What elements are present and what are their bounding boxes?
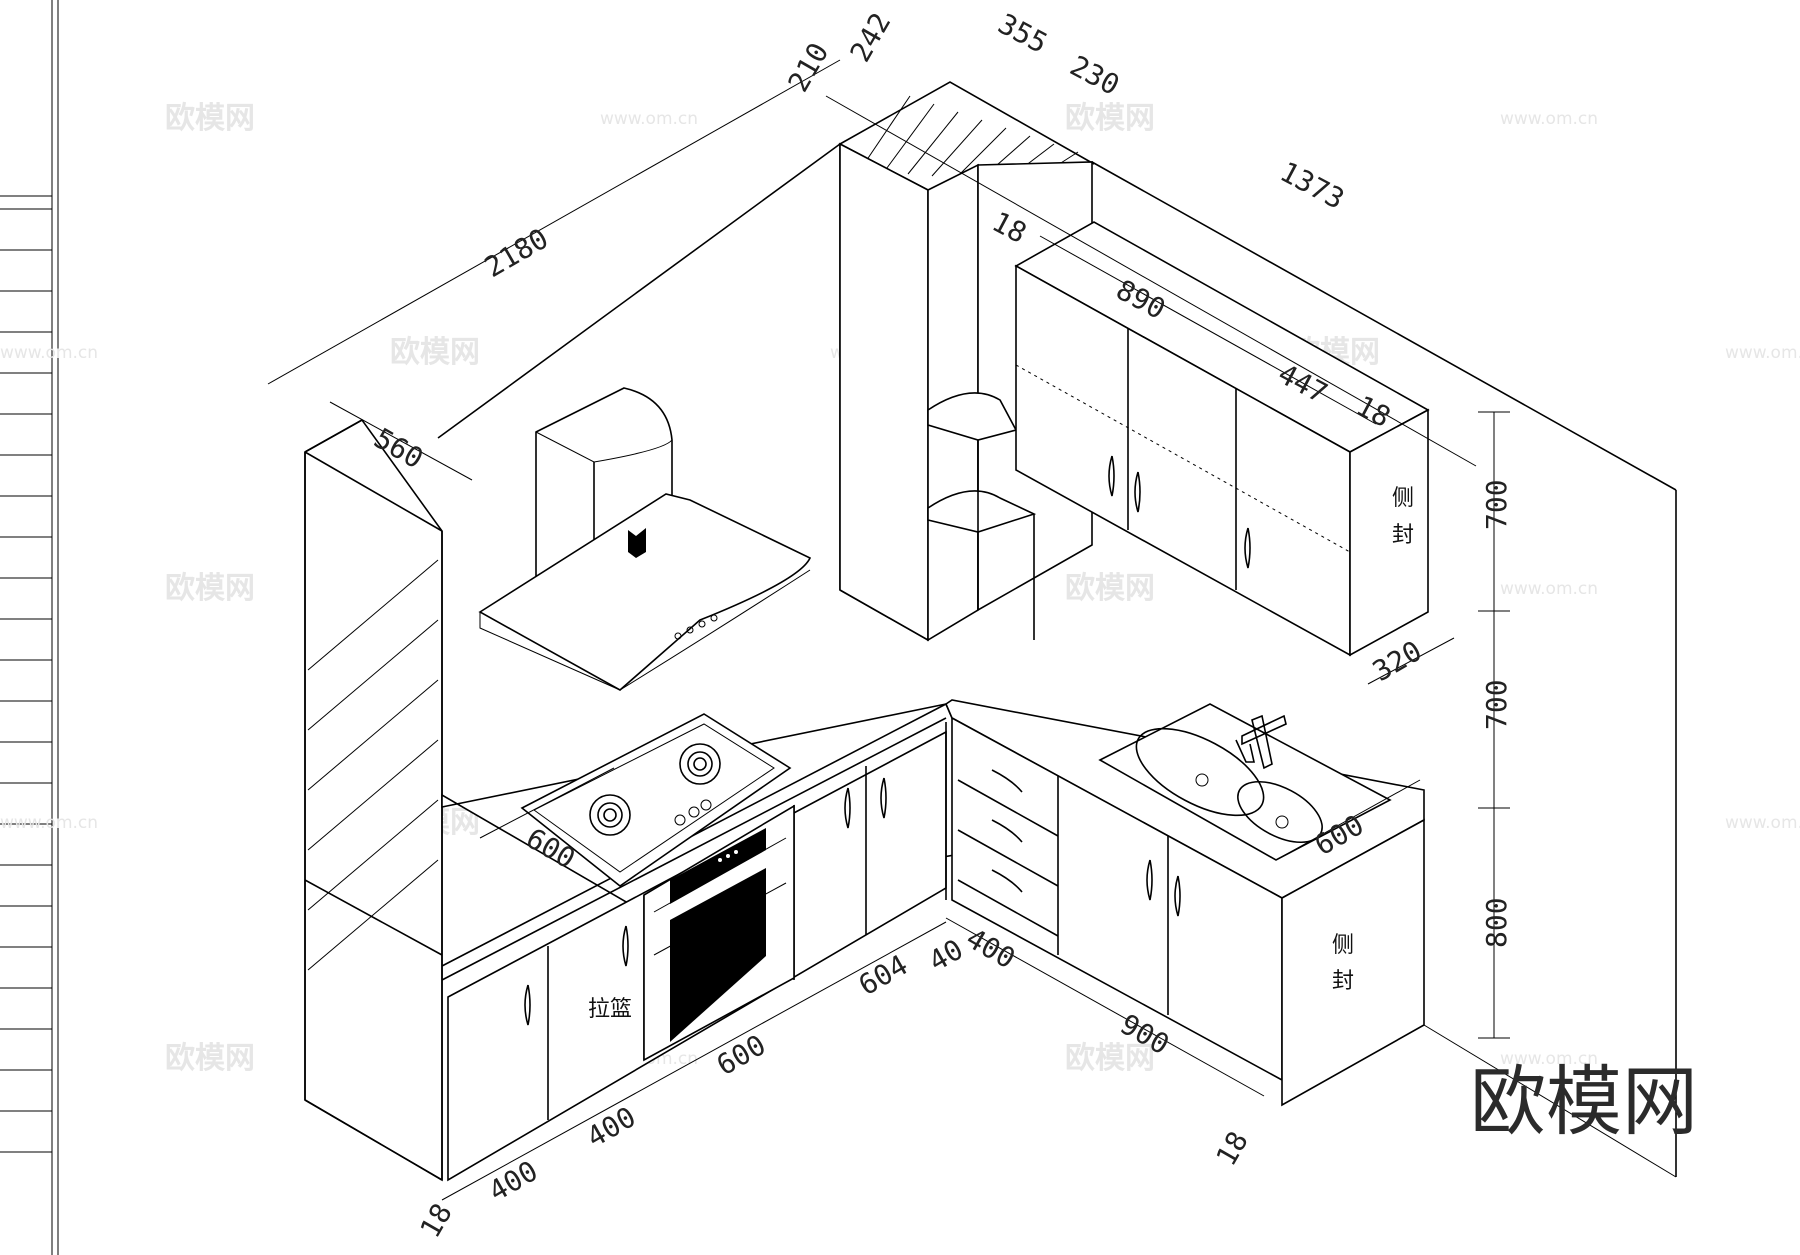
watermark-url: www.om.cn <box>1500 579 1598 599</box>
dimension-lines <box>267 59 1510 1201</box>
dim-355: 355 <box>993 7 1053 60</box>
double-sink <box>1098 703 1392 861</box>
side-panel-label: 侧 <box>1332 933 1354 958</box>
hatch-line <box>307 799 439 911</box>
drawing-frame-table <box>0 0 59 1255</box>
brand-logo-icon <box>628 528 646 558</box>
watermark-brand: 欧模网 <box>165 571 255 606</box>
range-hood <box>478 387 812 691</box>
brand-logo-text: 欧模网 <box>1470 1057 1698 1146</box>
dim-1373: 1373 <box>1275 155 1350 216</box>
dim-18-bottom-right: 18 <box>1209 1126 1254 1172</box>
hatch-line <box>307 559 439 671</box>
watermark-url: www.om.cn <box>1500 1049 1598 1069</box>
side-panel-label: 侧 <box>1392 486 1414 511</box>
watermark-url: www.om.cn <box>0 343 98 363</box>
hatch-line <box>955 127 1007 179</box>
hatch-line <box>883 103 935 173</box>
hatch-line <box>307 859 439 971</box>
dim-400-b: 400 <box>581 1100 641 1154</box>
hatch-line <box>931 119 983 177</box>
dim-242: 242 <box>843 7 897 67</box>
dim-604: 604 <box>853 948 913 1002</box>
watermark-url: www.om.cn <box>1725 813 1800 833</box>
dim-2180: 2180 <box>479 222 554 284</box>
watermark-url: www.om.cn <box>1500 109 1598 129</box>
dim-18-bottom-left: 18 <box>413 1198 458 1244</box>
hatch-line <box>307 679 439 791</box>
hatch-line <box>307 739 439 851</box>
hatch-line <box>859 95 911 171</box>
dim-800: 800 <box>1480 897 1513 948</box>
watermark-url: www.om.cn <box>0 813 98 833</box>
side-panel-label: 封 <box>1332 969 1354 994</box>
tall-cabinet-left <box>304 418 443 1182</box>
gas-hob <box>520 713 792 887</box>
watermark-brand: 欧模网 <box>1065 1041 1155 1076</box>
dim-700-a: 700 <box>1480 479 1513 530</box>
built-in-oven <box>643 804 795 1062</box>
side-panel-label: 封 <box>1392 523 1414 548</box>
watermark-brand: 欧模网 <box>1065 571 1155 606</box>
dim-40: 40 <box>923 933 969 978</box>
hatch-line <box>907 111 959 175</box>
dim-700-b: 700 <box>1480 679 1513 730</box>
watermark-brand: 欧模网 <box>1065 101 1155 136</box>
watermark-url: www.om.cn <box>600 109 698 129</box>
watermark-brand: 欧模网 <box>165 1041 255 1076</box>
watermark-brand: 欧模网 <box>390 335 480 370</box>
dim-400-a: 400 <box>483 1154 543 1208</box>
hatch-line <box>307 619 439 731</box>
watermark-url: www.om.cn <box>1725 343 1800 363</box>
dim-230: 230 <box>1065 49 1125 102</box>
watermark-brand: 欧模网 <box>165 101 255 136</box>
dim-600-bottom: 600 <box>711 1028 771 1082</box>
wall-cabinets-upper: 侧 封 <box>1014 221 1430 657</box>
basket-label: 拉篮 <box>588 997 632 1022</box>
